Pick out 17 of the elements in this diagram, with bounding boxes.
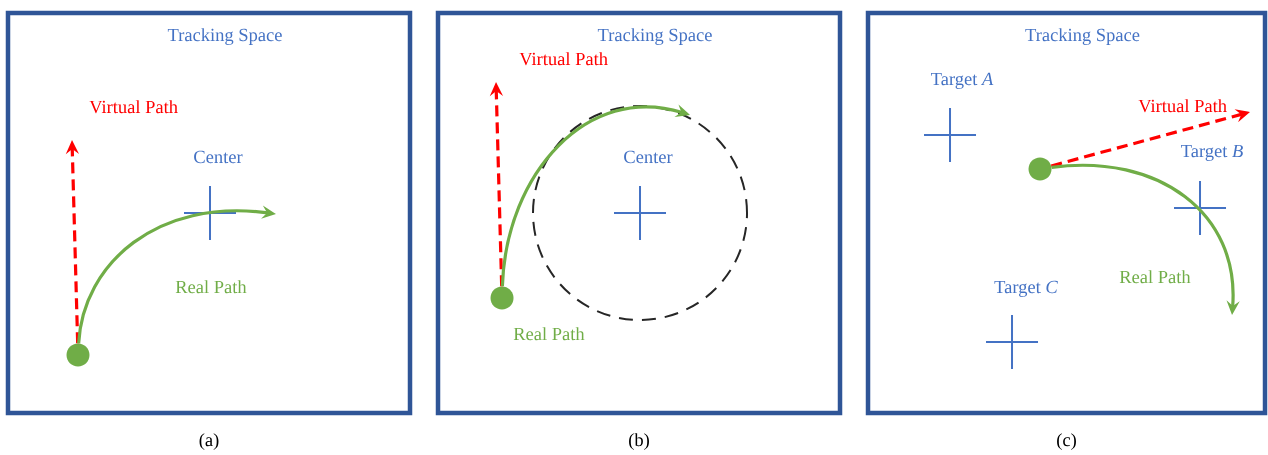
marker-label: Target A — [931, 72, 994, 89]
path-label: Virtual Path — [1138, 99, 1227, 113]
start-dot — [66, 343, 90, 367]
panel-caption: (b) — [629, 433, 649, 450]
path-label: Real Path — [1119, 270, 1191, 284]
path-label: Virtual Path — [519, 52, 608, 66]
panel-caption: (c) — [1057, 433, 1076, 450]
path-label: Real Path — [513, 327, 585, 341]
path-label: Virtual Path — [89, 100, 178, 114]
panel-caption: (a) — [199, 433, 219, 450]
marker-label: Target B — [1181, 144, 1243, 161]
start-dot — [490, 286, 514, 310]
marker-label: Center — [194, 150, 243, 164]
marker-label: Center — [624, 150, 673, 164]
marker-label: Target C — [994, 280, 1058, 297]
path-label: Real Path — [175, 280, 247, 294]
start-dot — [1028, 157, 1052, 181]
